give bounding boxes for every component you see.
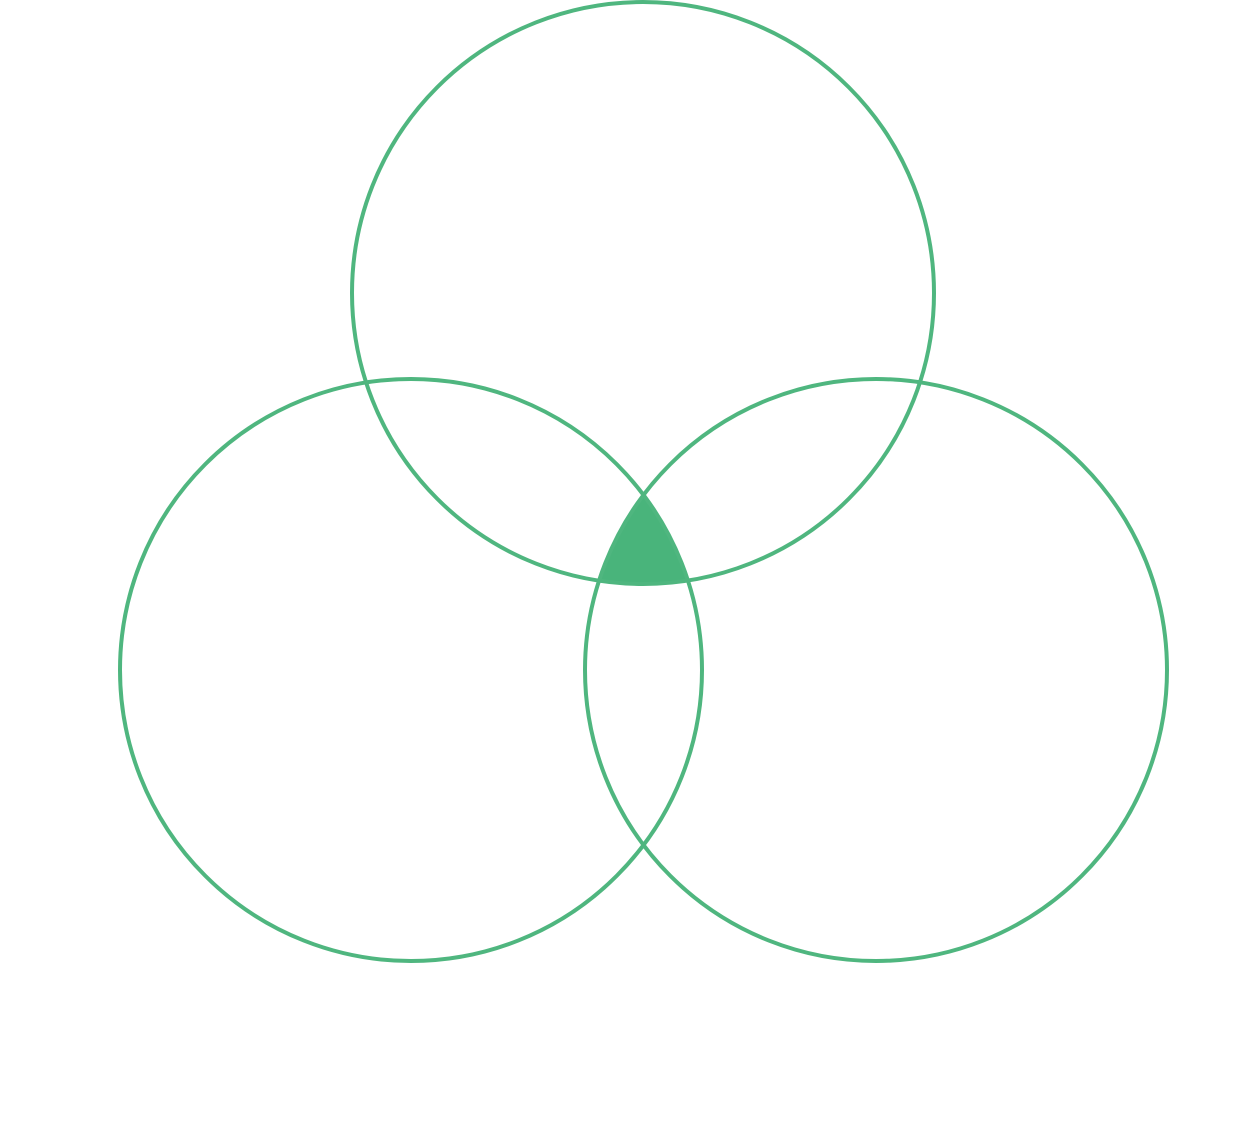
venn-circle-top <box>350 0 936 586</box>
venn-circle-left <box>118 377 704 963</box>
venn-circle-right <box>583 377 1169 963</box>
